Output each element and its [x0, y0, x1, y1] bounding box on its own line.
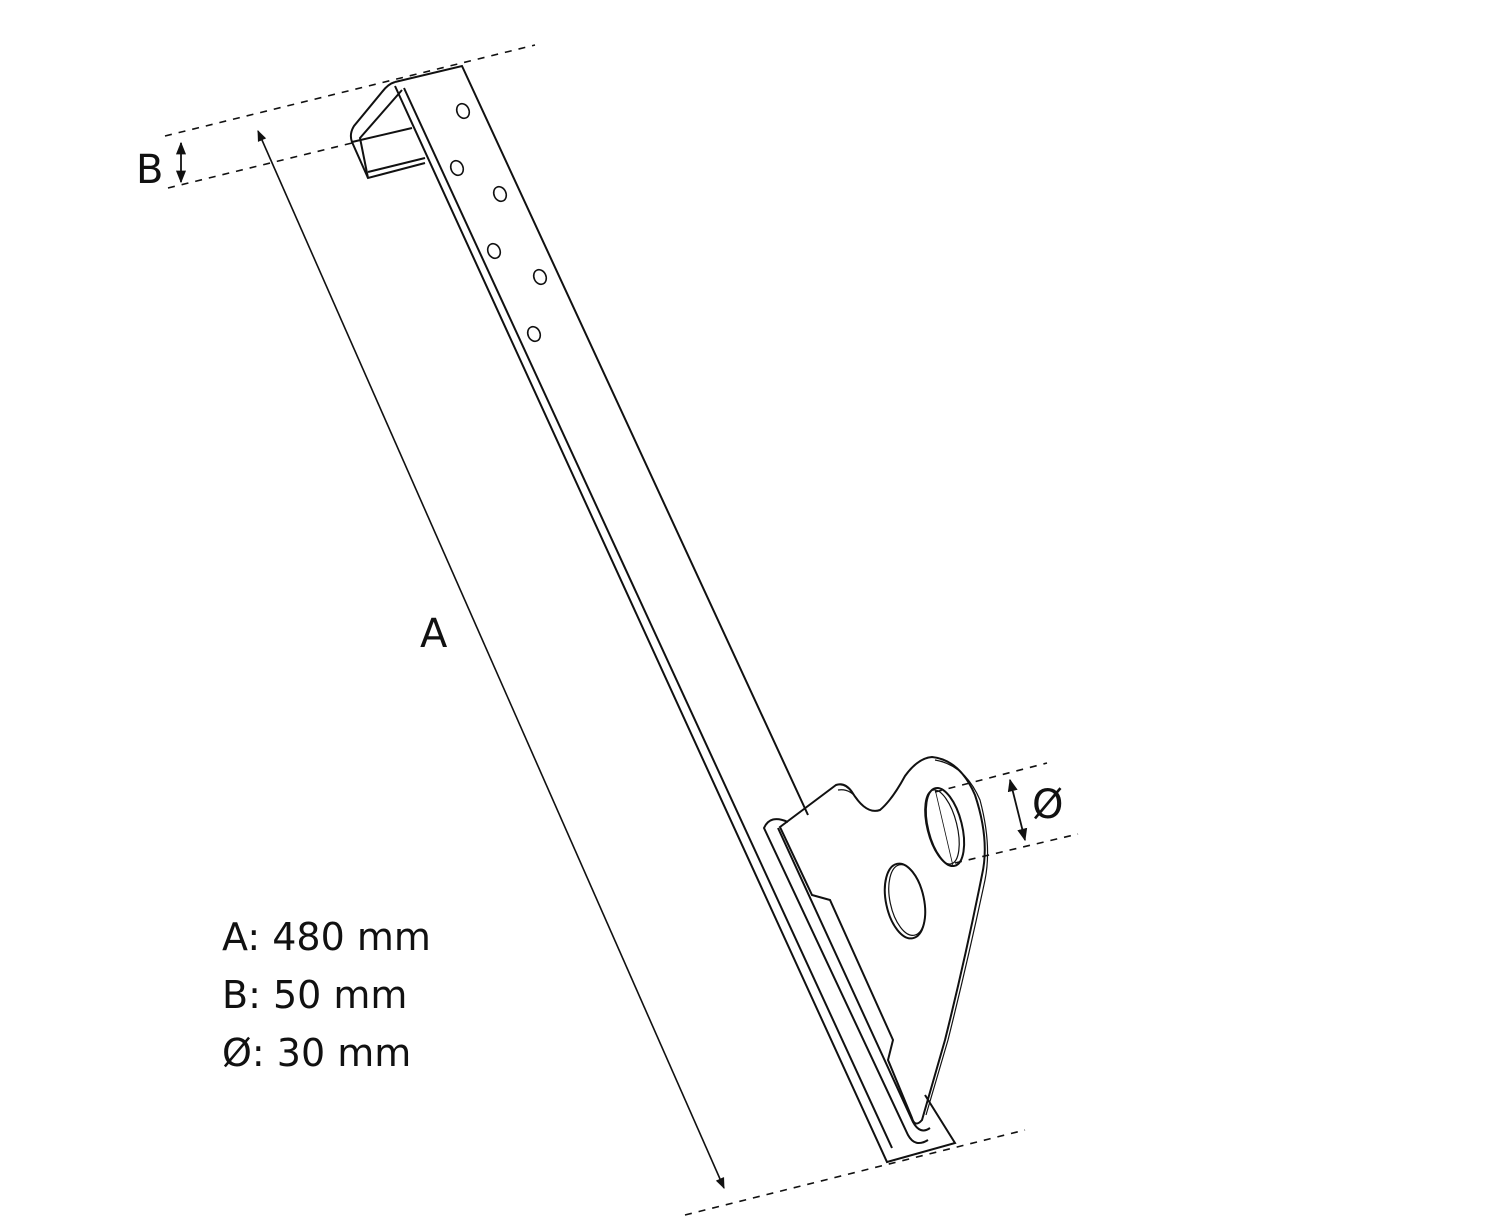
label-diameter: Ø: [1032, 782, 1063, 828]
plate-hole-small: [883, 862, 927, 940]
dimension-diameter-arrow: [1007, 778, 1028, 842]
bar-profile: [349, 64, 957, 1164]
spec-diameter: Ø: 30 mm: [222, 1031, 412, 1075]
label-b: B: [136, 147, 163, 193]
slot-strip: [762, 818, 931, 1145]
plate-hole-large: [924, 786, 966, 868]
adjustment-holes: [449, 102, 548, 343]
mounting-plate: [778, 755, 986, 1125]
spec-a: A: 480 mm: [222, 915, 431, 959]
dimension-a-arrow: [257, 129, 725, 1190]
label-a: A: [420, 611, 448, 657]
spec-b: B: 50 mm: [222, 973, 408, 1017]
